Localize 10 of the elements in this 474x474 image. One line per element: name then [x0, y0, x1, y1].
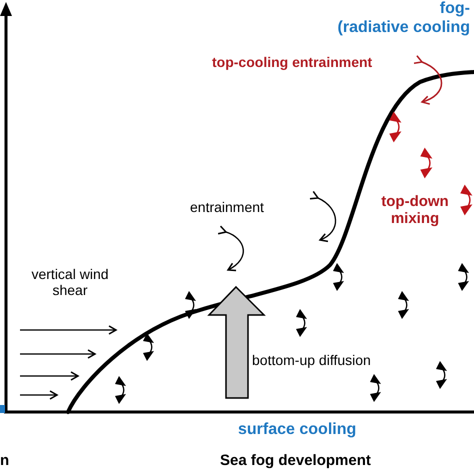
text-label: (radiative cooling [338, 19, 470, 38]
process-label: top-cooling entrainment [212, 54, 372, 70]
process-label: top-down mixing [380, 193, 450, 228]
text-label: n [0, 452, 10, 470]
text-label: fog- [440, 0, 470, 18]
caption: Sea fog development [220, 452, 371, 470]
process-label: entrainment [190, 199, 264, 216]
process-label: bottom-up diffusion [252, 352, 371, 368]
process-label: vertical wind shear [30, 266, 110, 298]
process-label: surface cooling [238, 421, 356, 440]
